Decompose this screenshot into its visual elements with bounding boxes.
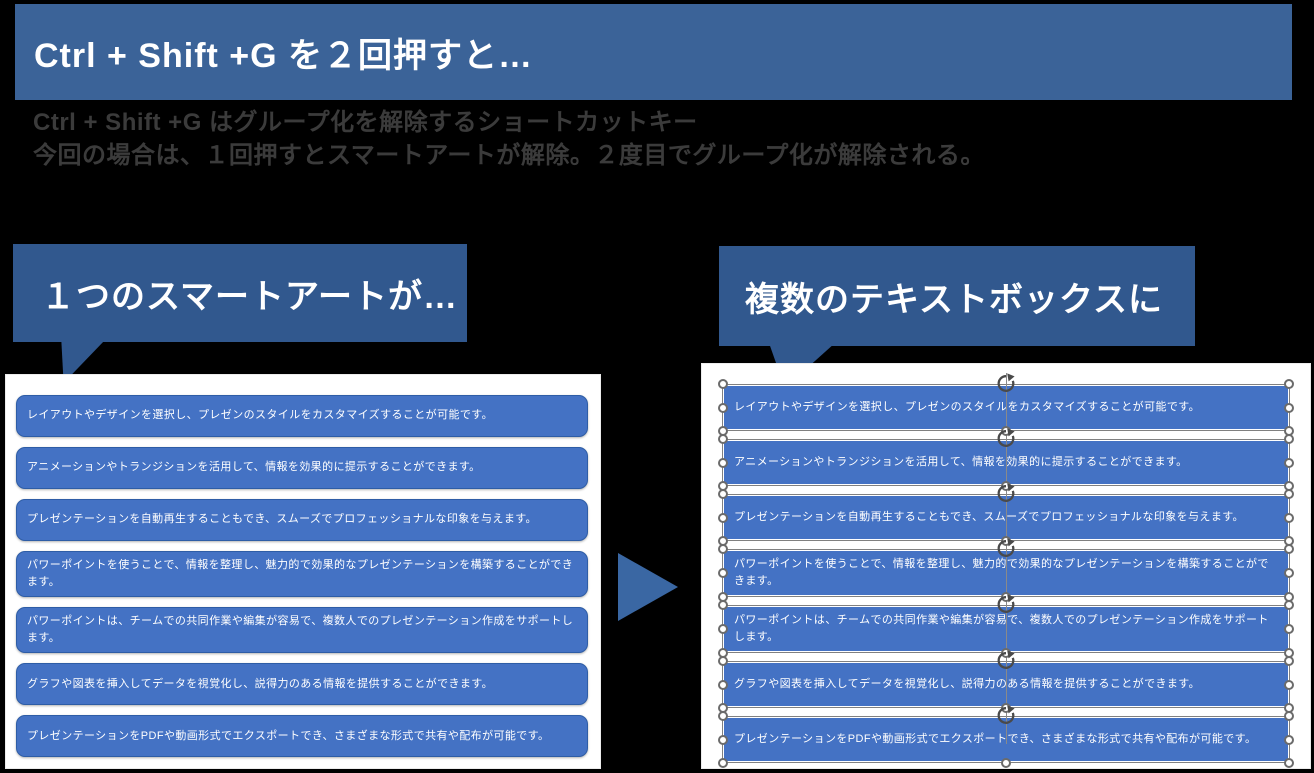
selection-handle[interactable] <box>718 679 728 690</box>
selection-handle[interactable] <box>1284 512 1294 523</box>
selection-handle[interactable] <box>718 379 728 389</box>
callout-right: 複数のテキストボックスに <box>719 246 1195 388</box>
smartart-item: アニメーションやトランジションを活用して、情報を効果的に提示することができます。 <box>16 447 588 489</box>
rotate-handle-icon[interactable] <box>995 483 1017 505</box>
textbox-bars: レイアウトやデザインを選択し、プレゼンのスタイルをカスタマイズすることが可能です… <box>718 373 1294 769</box>
smartart-panel: レイアウトやデザインを選択し、プレゼンのスタイルをカスタマイズすることが可能です… <box>5 374 601 769</box>
rotate-handle-icon[interactable] <box>995 538 1017 560</box>
selection-handle[interactable] <box>1001 758 1011 769</box>
selection-handle[interactable] <box>718 489 728 499</box>
selection-handle[interactable] <box>1284 489 1294 499</box>
selection-handle[interactable] <box>718 656 728 667</box>
smartart-item: パワーポイントは、チームでの共同作業や編集が容易で、複数人でのプレゼンテーション… <box>16 607 588 654</box>
selection-handle[interactable] <box>718 734 728 745</box>
selection-handle[interactable] <box>1284 544 1294 554</box>
selection-handle[interactable] <box>718 512 728 523</box>
rotate-handle-icon[interactable] <box>995 650 1017 672</box>
textbox-item-text: レイアウトやデザインを選択し、プレゼンのスタイルをカスタマイズすることが可能です… <box>734 400 1200 413</box>
smartart-item: プレゼンテーションを自動再生することもでき、スムーズでプロフェッショナルな印象を… <box>16 499 588 541</box>
smartart-item: プレゼンテーションをPDFや動画形式でエクスポートでき、さまざまな形式で共有や配… <box>16 715 588 758</box>
selection-handle[interactable] <box>1284 434 1294 444</box>
textbox-item-text: パワーポイントを使うことで、情報を整理し、魅力的で効果的なプレゼンテーションを構… <box>734 558 1269 588</box>
smartart-item: グラフや図表を挿入してデータを視覚化し、説得力のある情報を提供することができます… <box>16 663 588 706</box>
selection-handle[interactable] <box>1284 679 1294 690</box>
rotate-handle-icon[interactable] <box>995 373 1017 395</box>
textbox-item-text: アニメーションやトランジションを活用して、情報を効果的に提示することができます。 <box>734 455 1188 468</box>
callout-left-label: １つのスマートアートが… <box>41 277 458 316</box>
selection-handle[interactable] <box>1284 457 1294 468</box>
selection-handle[interactable] <box>1284 568 1294 579</box>
selection-handle[interactable] <box>718 568 728 579</box>
selection-handle[interactable] <box>1284 379 1294 389</box>
callout-right-label: 複数のテキストボックスに <box>745 280 1163 319</box>
selection-handle[interactable] <box>718 457 728 468</box>
selection-handle[interactable] <box>718 600 728 611</box>
rotation-stem-line <box>1006 373 1007 745</box>
description-line-2: 今回の場合は、１回押すとスマートアートが解除。２度目でグループ化が解除される。 <box>33 141 985 169</box>
textbox-item-text: グラフや図表を挿入してデータを視覚化し、説得力のある情報を提供することができます… <box>734 678 1200 691</box>
selection-handle[interactable] <box>718 624 728 635</box>
selection-handle[interactable] <box>718 402 728 413</box>
textbox-item-text: パワーポイントは、チームでの共同作業や編集が容易で、複数人でのプレゼンテーション… <box>734 614 1269 644</box>
selection-handle[interactable] <box>1284 402 1294 413</box>
description-line-1: Ctrl + Shift +G はグループ化を解除するショートカットキー <box>33 109 698 136</box>
rotate-handle-icon[interactable] <box>995 428 1017 450</box>
textbox-panel: レイアウトやデザインを選択し、プレゼンのスタイルをカスタマイズすることが可能です… <box>701 363 1311 769</box>
smartart-bars: レイアウトやデザインを選択し、プレゼンのスタイルをカスタマイズすることが可能です… <box>16 395 588 758</box>
header-bar: Ctrl + Shift +G を２回押すと… <box>15 4 1292 100</box>
selection-handle[interactable] <box>718 434 728 444</box>
textbox-item-text: プレゼンテーションを自動再生することもでき、スムーズでプロフェッショナルな印象を… <box>734 510 1244 523</box>
selection-handle[interactable] <box>1284 711 1294 722</box>
selection-handle[interactable] <box>1284 758 1294 769</box>
page-title: Ctrl + Shift +G を２回押すと… <box>34 36 534 75</box>
selection-handle[interactable] <box>718 711 728 722</box>
selection-handle[interactable] <box>1284 734 1294 745</box>
description: Ctrl + Shift +G はグループ化を解除するショートカットキー 今回の… <box>33 107 1153 173</box>
selection-handle[interactable] <box>718 758 728 769</box>
transform-arrow-icon <box>618 553 678 621</box>
smartart-item: レイアウトやデザインを選択し、プレゼンのスタイルをカスタマイズすることが可能です… <box>16 395 588 437</box>
textbox-item-text: プレゼンテーションをPDFや動画形式でエクスポートでき、さまざまな形式で共有や配… <box>734 733 1257 746</box>
selection-handle[interactable] <box>718 544 728 554</box>
selection-handle[interactable] <box>1284 600 1294 611</box>
selection-handle[interactable] <box>1284 656 1294 667</box>
rotate-handle-icon[interactable] <box>995 705 1017 727</box>
selection-handle[interactable] <box>1284 624 1294 635</box>
smartart-item: パワーポイントを使うことで、情報を整理し、魅力的で効果的なプレゼンテーションを構… <box>16 551 588 598</box>
callout-left: １つのスマートアートが… <box>13 244 467 383</box>
rotate-handle-icon[interactable] <box>995 594 1017 616</box>
